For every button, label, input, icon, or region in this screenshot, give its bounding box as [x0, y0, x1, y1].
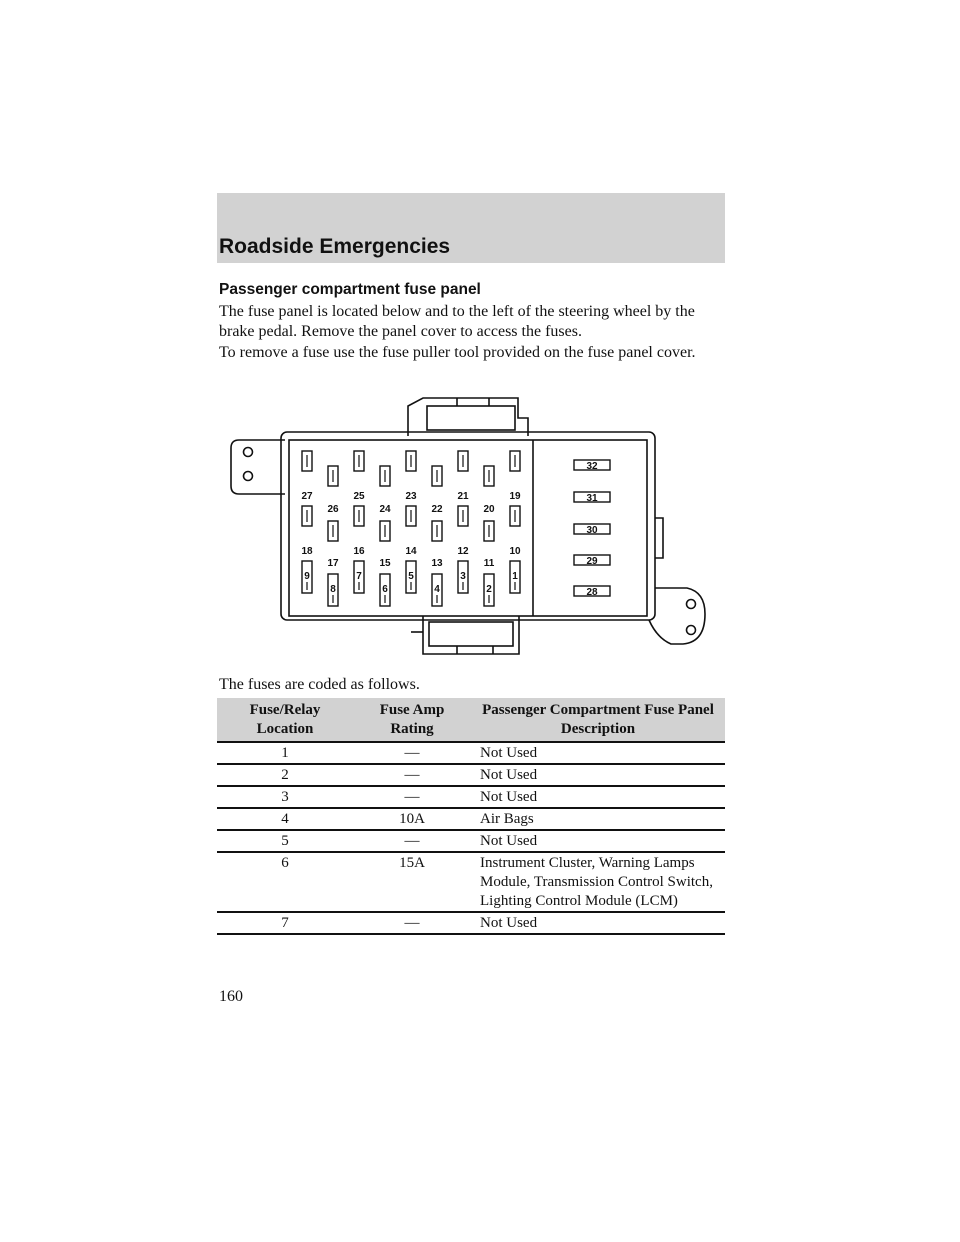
column-header-amp-rating: Fuse Amp Rating [353, 698, 471, 743]
fuse-panel-heading: Passenger compartment fuse panel [219, 281, 481, 298]
table-cell: 15A [353, 852, 471, 913]
table-cell: Air Bags [471, 808, 725, 831]
fuse-label: 10 [509, 546, 521, 557]
table-cell: 3 [217, 786, 353, 809]
fuse-label: 24 [379, 504, 391, 515]
fuse-label: 6 [382, 584, 388, 595]
relay-label: 31 [586, 493, 598, 504]
fuse-label: 14 [405, 546, 417, 557]
table-cell: Instrument Cluster, Warning Lamps Module… [471, 852, 725, 913]
fuse-label: 17 [327, 558, 339, 569]
fuse-label: 4 [434, 584, 440, 595]
relay-label: 32 [586, 461, 598, 472]
fuse-table: Fuse/Relay Location Fuse Amp Rating Pass… [217, 698, 725, 935]
fuse-label: 2 [486, 584, 492, 595]
fuse-label: 22 [431, 504, 443, 515]
fuse-label: 18 [301, 546, 313, 557]
table-cell: Not Used [471, 764, 725, 787]
relay-label: 30 [586, 525, 598, 536]
table-cell: Not Used [471, 912, 725, 935]
fuse-label: 3 [460, 571, 466, 582]
column-header-location: Fuse/Relay Location [217, 698, 353, 743]
table-row: 3 — Not Used [217, 786, 725, 809]
fuse-label: 13 [431, 558, 443, 569]
relay-label: 29 [586, 556, 598, 567]
table-cell: 2 [217, 764, 353, 787]
fuse-panel-diagram: 27 25 23 21 19 26 24 22 20 18 16 14 12 1… [230, 397, 706, 655]
table-cell: — [353, 912, 471, 935]
table-row: 4 10A Air Bags [217, 808, 725, 831]
fuse-label: 26 [327, 504, 339, 515]
table-cell: Not Used [471, 742, 725, 765]
table-row: 1 — Not Used [217, 742, 725, 765]
table-row: 5 — Not Used [217, 830, 725, 853]
table-row: 6 15A Instrument Cluster, Warning Lamps … [217, 852, 725, 913]
table-cell: — [353, 742, 471, 765]
fuse-label: 12 [457, 546, 469, 557]
page-number: 160 [219, 988, 243, 1005]
relay-label: 28 [586, 587, 598, 598]
fuse-label: 16 [353, 546, 365, 557]
fuse-label: 20 [483, 504, 495, 515]
table-header-row: Fuse/Relay Location Fuse Amp Rating Pass… [217, 698, 725, 743]
fuse-label: 19 [509, 491, 521, 502]
table-row: 2 — Not Used [217, 764, 725, 787]
fuse-coding-intro: The fuses are coded as follows. [219, 676, 420, 693]
table-cell: — [353, 786, 471, 809]
fuse-label: 1 [512, 571, 518, 582]
section-title: Roadside Emergencies [219, 235, 451, 258]
table-cell: Not Used [471, 786, 725, 809]
table-cell: 1 [217, 742, 353, 765]
table-cell: — [353, 830, 471, 853]
table-cell: — [353, 764, 471, 787]
table-row: 7 — Not Used [217, 912, 725, 935]
table-cell: Not Used [471, 830, 725, 853]
fuse-removal-text: To remove a fuse use the fuse puller too… [219, 344, 696, 361]
table-cell: 4 [217, 808, 353, 831]
fuse-label: 23 [405, 491, 417, 502]
table-cell: 5 [217, 830, 353, 853]
section-header-banner [217, 193, 725, 263]
fuse-label: 11 [484, 558, 495, 569]
table-cell: 6 [217, 852, 353, 913]
fuse-label: 5 [408, 571, 414, 582]
table-cell: 10A [353, 808, 471, 831]
fuse-label: 25 [353, 491, 365, 502]
fuse-label: 21 [457, 491, 469, 502]
table-cell: 7 [217, 912, 353, 935]
fuse-label: 9 [304, 571, 310, 582]
fuse-label: 8 [330, 584, 336, 595]
fuse-label: 7 [356, 571, 362, 582]
fuse-label: 15 [379, 558, 391, 569]
fuse-label: 27 [301, 491, 313, 502]
fuse-panel-location-text: The fuse panel is located below and to t… [219, 303, 695, 340]
column-header-description: Passenger Compartment Fuse Panel Descrip… [471, 698, 725, 743]
